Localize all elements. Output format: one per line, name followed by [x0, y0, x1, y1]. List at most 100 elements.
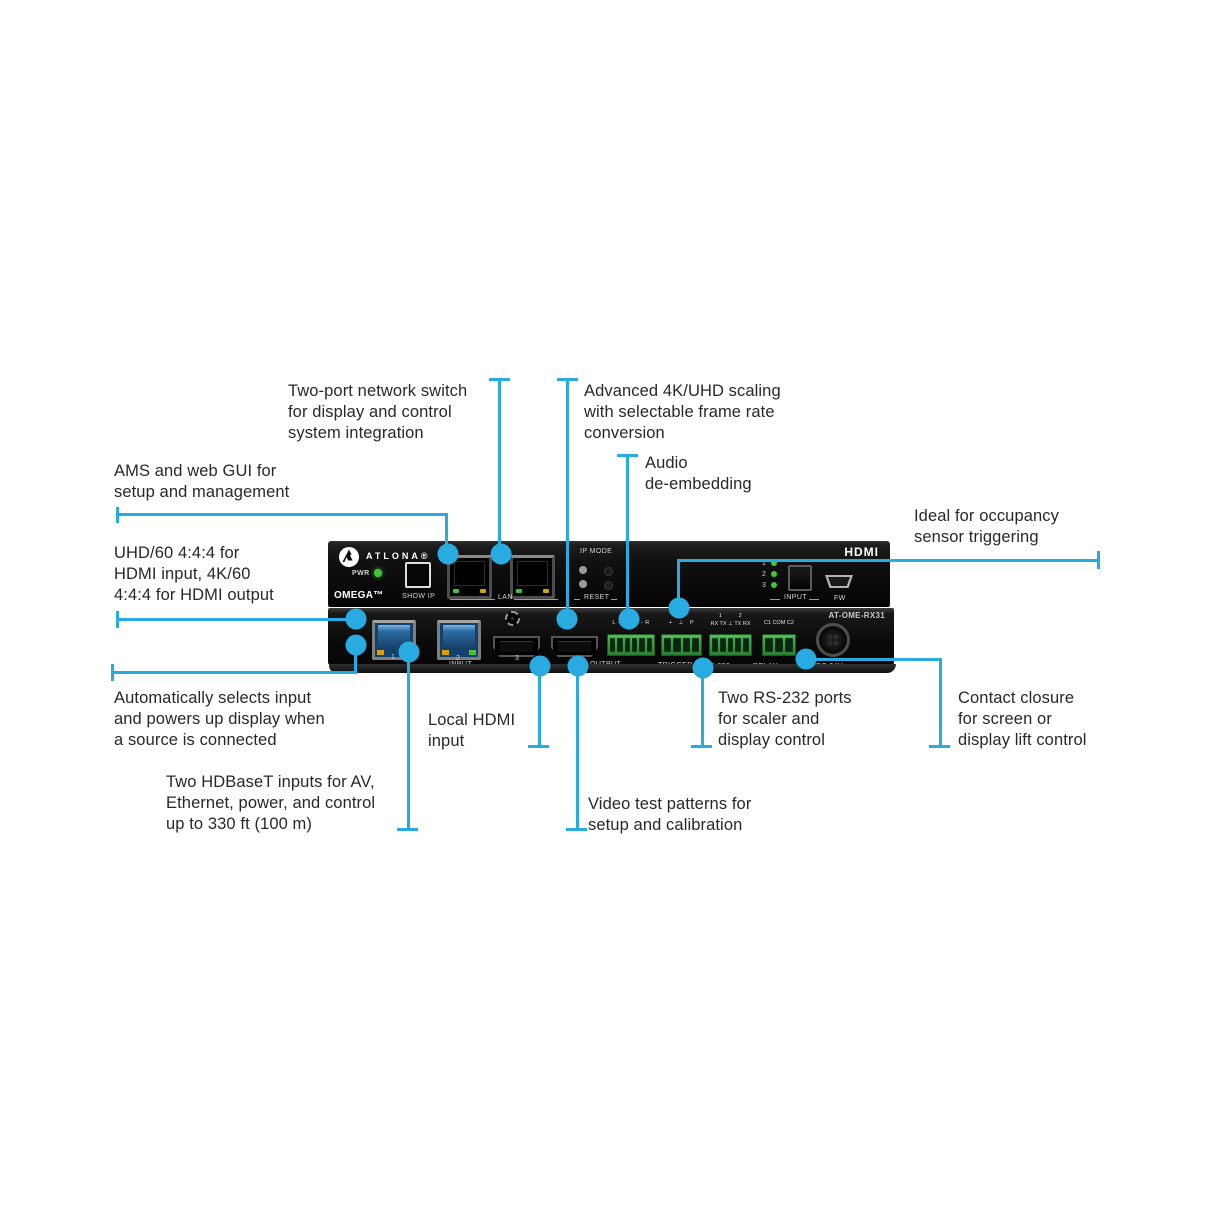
reset-label-line [574, 599, 580, 600]
hdbaset-port-1-number: 1 [391, 654, 395, 661]
reset-label: RESET [584, 594, 610, 601]
fw-mini-usb-port [825, 575, 853, 588]
output-label-line [552, 665, 569, 666]
callout-text-line: Advanced 4K/UHD scaling [584, 382, 781, 400]
callout-dot-rs232 [692, 657, 714, 679]
callout-rs232: Two RS-232 ports for scaler and display … [718, 688, 852, 751]
input-led-3-label: 3 [762, 582, 766, 589]
lan-port-1 [447, 555, 492, 599]
lan1-green-led [453, 589, 459, 593]
relay-pin-labels: C1 COM C2 [764, 620, 794, 626]
callout-line [354, 645, 357, 674]
callout-text-line: Contact closure [958, 689, 1075, 707]
callout-text-line: for display and control [288, 403, 452, 421]
input-select-button [788, 565, 812, 591]
callout-text-line: input [428, 732, 465, 750]
atlona-brand-text: ATLONA® [366, 551, 431, 561]
callout-line [566, 378, 569, 619]
rs232-port-numbers: 1 2 [718, 613, 743, 619]
callout-line [626, 454, 629, 619]
callout-network-switch: Two-port network switch for display and … [288, 381, 467, 444]
output-label: OUTPUT [590, 661, 622, 668]
callout-line [677, 559, 680, 608]
input-led-2-label: 2 [762, 571, 766, 578]
power-led [374, 569, 382, 577]
callout-line [701, 668, 704, 747]
ip-mode-led-1 [579, 566, 587, 574]
callout-text-line: conversion [584, 424, 665, 442]
callout-dot-uhd [345, 608, 367, 630]
callout-text-line: display lift control [958, 731, 1087, 749]
callout-dot-autoselect [345, 634, 367, 656]
callout-line [498, 378, 501, 554]
callout-text-line: with selectable frame rate [584, 403, 775, 421]
callout-text-line: Local HDMI [428, 711, 516, 729]
callout-dot-local-hdmi [529, 655, 551, 677]
hdmi-output-port [551, 636, 598, 657]
callout-text-line: Two HDBaseT inputs for AV, [166, 773, 375, 791]
lan2-green-led [516, 589, 522, 593]
callout-dot-trigger [668, 597, 690, 619]
output-label-line [618, 665, 653, 666]
lan-label-line [514, 599, 558, 600]
hdmi-input-3-port [493, 636, 540, 657]
callout-text-line: de-embedding [645, 475, 752, 493]
callout-ams: AMS and web GUI for setup and management [114, 461, 289, 503]
callout-line [576, 666, 579, 830]
lan-port-2 [510, 555, 555, 599]
trigger-pin-labels: + ⊥ P [668, 620, 695, 626]
hdbaset2-green-led [469, 650, 476, 655]
callout-text-line: AMS and web GUI for [114, 462, 277, 480]
device-front-panel: ATLONA® PWR OMEGA™ SHOW IP LAN IP MODE R… [328, 541, 890, 606]
callout-text-line: 4:4:4 for HDMI output [114, 586, 274, 604]
callout-text-line: UHD/60 4:4:4 for [114, 544, 240, 562]
callout-text-line: Two-port network switch [288, 382, 468, 400]
lan-port-2-jack [517, 561, 548, 586]
audio-output-phoenix [607, 634, 655, 656]
hdmi-port-3-number: 3 [515, 655, 519, 662]
callout-line [111, 671, 356, 674]
callout-line [407, 652, 410, 830]
device-rear-panel: AT-OME-RX31 1 2 INPUT 3 OUTPUT L - + ⊥ +… [328, 608, 896, 673]
relay-phoenix [762, 634, 796, 656]
callout-line [538, 666, 541, 747]
callout-dot-audio [618, 608, 640, 630]
omega-label: OMEGA™ [334, 590, 384, 601]
callout-text-line: display control [718, 731, 825, 749]
input-led-3 [771, 582, 777, 588]
callout-text-line: setup and management [114, 483, 290, 501]
show-ip-label: SHOW IP [402, 593, 436, 600]
callout-text-line: for screen or [958, 710, 1052, 728]
callout-local-hdmi: Local HDMI input [428, 710, 515, 752]
lan2-amber-led [543, 589, 549, 593]
hdbaset-port-2-jack [443, 625, 475, 649]
hdbaset1-amber-led [377, 650, 384, 655]
callout-hdbaset: Two HDBaseT inputs for AV, Ethernet, pow… [166, 772, 375, 835]
callout-text-line: a source is connected [114, 731, 277, 749]
callout-line [806, 658, 942, 661]
audio-jack-3-5mm [505, 611, 520, 626]
hdmi-logo: HDMI [844, 545, 879, 559]
callout-text-line: for scaler and [718, 710, 820, 728]
callout-occupancy: Ideal for occupancy sensor triggering [914, 506, 1059, 548]
hdbaset-port-2 [437, 620, 481, 660]
reset-pinhole-button [604, 581, 613, 590]
callout-test-patterns: Video test patterns for setup and calibr… [588, 794, 751, 836]
callout-text-line: up to 330 ft (100 m) [166, 815, 312, 833]
input-led-2 [771, 571, 777, 577]
callout-contact-closure: Contact closure for screen or display li… [958, 688, 1087, 751]
lan-label-line [450, 599, 495, 600]
callout-text-line: Audio [645, 454, 688, 472]
rs232-pin-labels: RX TX ⊥ TX RX [710, 621, 751, 627]
rear-input-label: INPUT [449, 661, 472, 668]
callout-line [677, 559, 1100, 562]
callout-text-line: Two RS-232 ports [718, 689, 852, 707]
ip-mode-led-2 [579, 580, 587, 588]
callout-line [445, 513, 448, 554]
reset-label-line [611, 599, 617, 600]
callout-text-line: HDMI input, 4K/60 [114, 565, 251, 583]
ip-mode-label: IP MODE [580, 548, 613, 555]
callout-dot-hdbaset [398, 641, 420, 663]
fw-label: FW [834, 595, 846, 602]
callout-audio-deembedding: Audio de-embedding [645, 453, 752, 495]
